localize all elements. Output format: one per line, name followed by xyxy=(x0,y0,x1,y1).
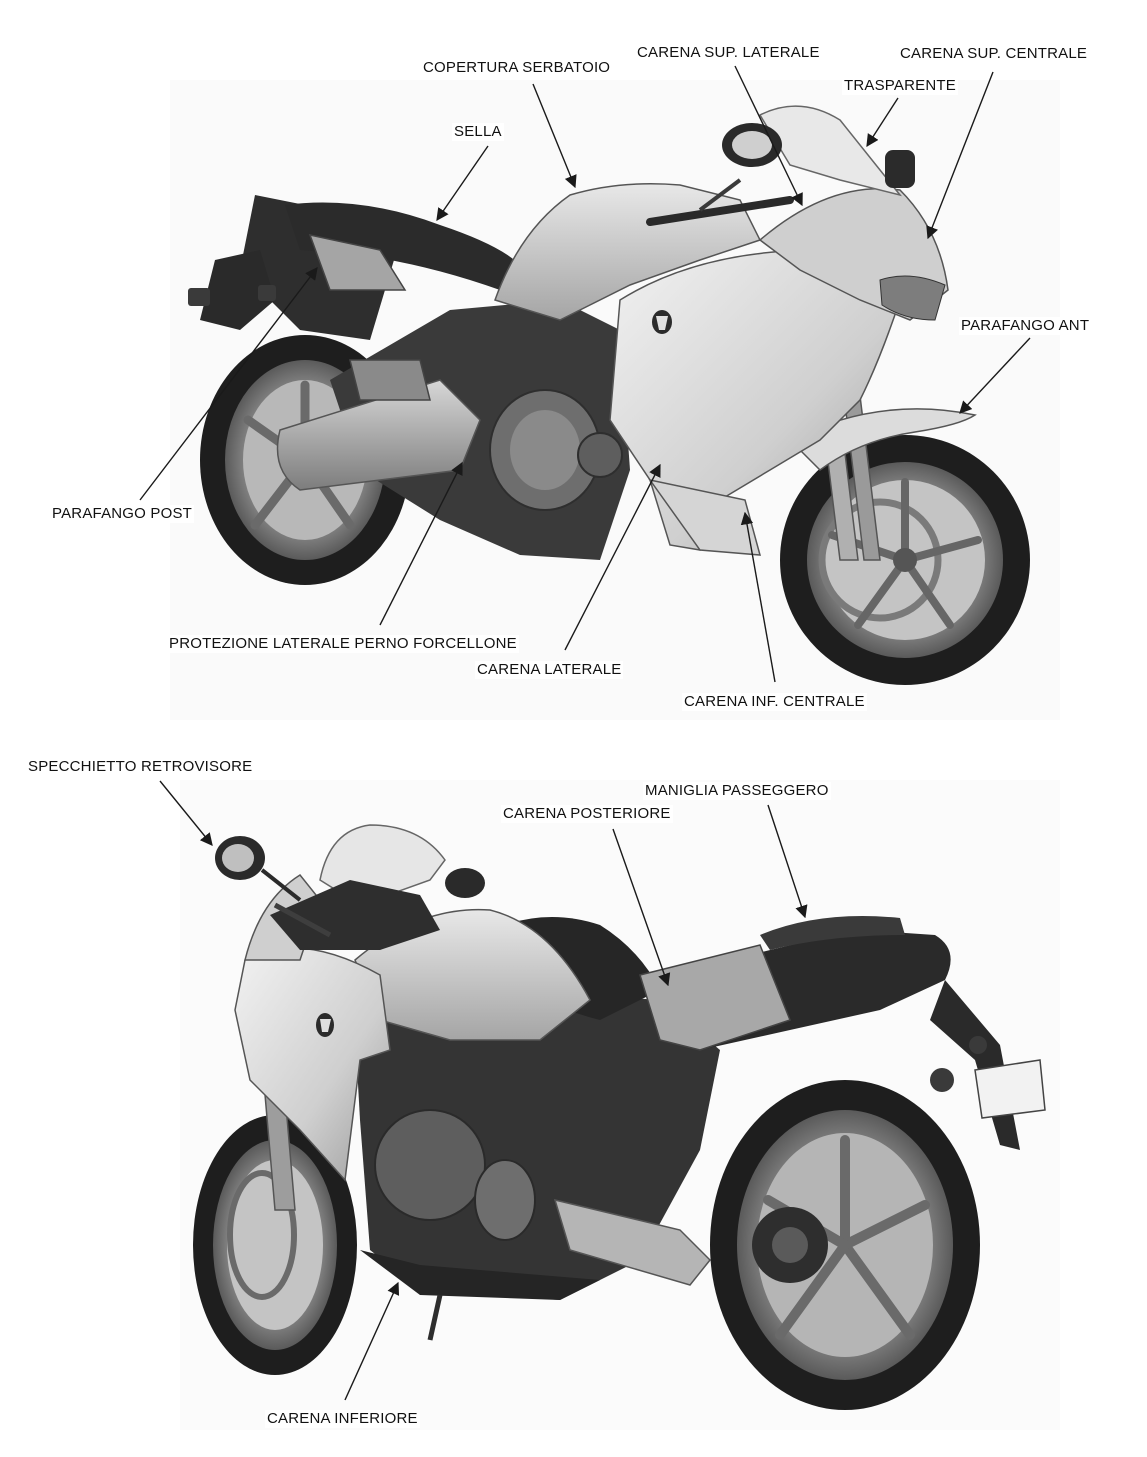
rear-bracket-top xyxy=(349,359,431,401)
lower-fairing-bottom xyxy=(360,1250,600,1300)
swingarm-guard-bottom xyxy=(553,1198,712,1286)
mirror-far-top xyxy=(885,150,915,188)
headlight-top xyxy=(879,275,946,321)
cockpit-bottom xyxy=(270,880,440,950)
handlebar-top xyxy=(646,178,794,226)
passenger-handle-bottom xyxy=(760,916,905,950)
label-parafango-post: PARAFANGO POST xyxy=(50,505,195,523)
label-parafango-ant: PARAFANGO ANT xyxy=(959,317,1092,335)
engine-bottom xyxy=(374,1109,536,1241)
label-carena-posteriore: CARENA POSTERIORE xyxy=(501,805,673,823)
mirror-far-bottom xyxy=(445,868,485,898)
motorcycle-top-illustration xyxy=(170,80,1060,720)
mirror-near-bottom xyxy=(215,836,302,902)
front-wheel-top xyxy=(780,435,1030,685)
label-carena-sup-centrale: CARENA SUP. CENTRALE xyxy=(898,45,1090,63)
engine-top xyxy=(489,389,623,511)
label-specchietto-retrovisore: SPECCHIETTO RETROVISORE xyxy=(26,758,255,776)
leader-lines xyxy=(139,65,1031,1401)
label-protezione-laterale-perno-forcellone: PROTEZIONE LATERALE PERNO FORCELLONE xyxy=(167,635,519,653)
front-wheel-bottom xyxy=(193,1115,357,1375)
brand-logo-icon-bottom xyxy=(316,1013,334,1037)
windscreen-top xyxy=(758,105,902,197)
label-carena-laterale: CARENA LATERALE xyxy=(475,661,624,679)
label-carena-sup-laterale: CARENA SUP. LATERALE xyxy=(635,44,822,62)
label-sella: SELLA xyxy=(452,123,504,141)
label-maniglia-passeggero: MANIGLIA PASSEGGERO xyxy=(643,782,831,800)
motorcycle-bottom-illustration xyxy=(180,780,1060,1430)
lower-fairing-top xyxy=(648,478,762,556)
rear-wheel-bottom xyxy=(710,1080,980,1410)
brand-logo-icon-top xyxy=(652,310,672,334)
label-carena-inf-centrale: CARENA INF. CENTRALE xyxy=(682,693,867,711)
exhaust-top xyxy=(276,379,481,491)
seat-top xyxy=(285,202,520,290)
rear-fender-top xyxy=(200,250,275,330)
rear-cowl-bottom xyxy=(639,944,791,1051)
label-trasparente: TRASPARENTE xyxy=(842,77,958,95)
label-copertura-serbatoio: COPERTURA SERBATOIO xyxy=(421,59,613,77)
label-carena-inferiore: CARENA INFERIORE xyxy=(265,1410,420,1428)
license-plate-bottom xyxy=(974,1059,1046,1119)
rear-cowl-top xyxy=(308,233,407,291)
